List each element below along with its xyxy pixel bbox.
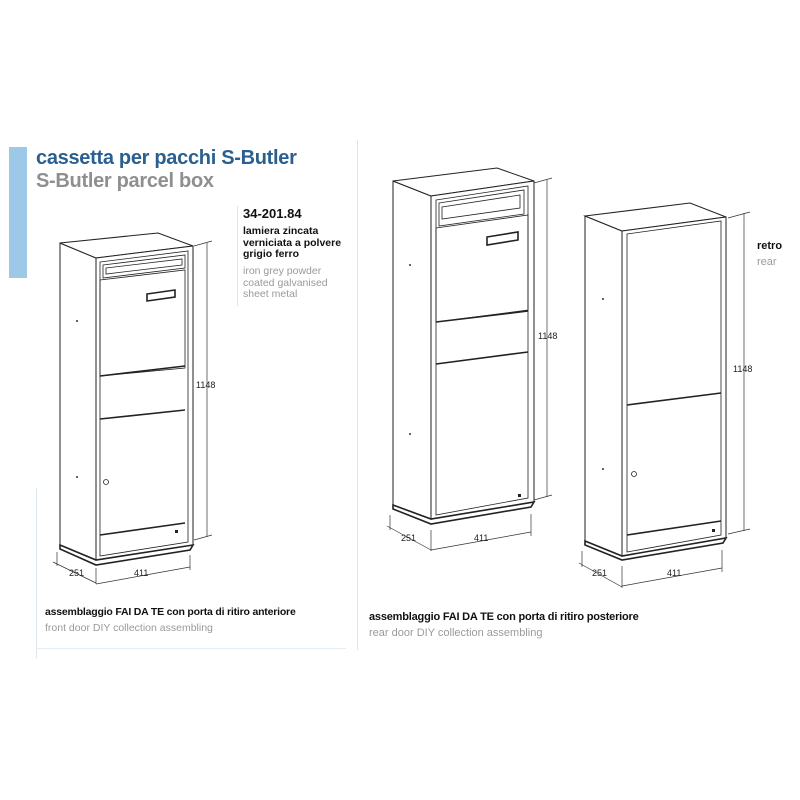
label-rear: rear — [757, 256, 777, 268]
dim-height-3: 1148 — [733, 364, 753, 374]
dim-height-2: 1148 — [538, 331, 558, 341]
caption-rear-english: rear door DIY collection assembling — [369, 627, 543, 639]
spec-divider — [237, 206, 238, 306]
dim-width-3: 411 — [667, 568, 682, 578]
product-code: 34-201.84 — [243, 206, 302, 221]
caption-rear-italian: assemblaggio FAI DA TE con porta di riti… — [369, 611, 639, 623]
accent-bar — [9, 147, 27, 278]
left-caption-underline — [36, 648, 346, 649]
label-retro: retro — [757, 240, 783, 252]
drawing-rear-door-model-front — [386, 167, 553, 551]
section-divider — [357, 140, 358, 650]
caption-front-english: front door DIY collection assembling — [45, 622, 213, 634]
dim-width-2: 411 — [474, 533, 489, 543]
drawing-front-door-model — [52, 232, 213, 585]
dim-depth-1: 251 — [69, 568, 85, 578]
drawing-rear-door-model-rear — [578, 202, 751, 588]
description-english: iron grey powder coated galvanised sheet… — [243, 265, 328, 300]
left-caption-divider — [36, 488, 37, 658]
dim-depth-2: 251 — [401, 533, 417, 543]
caption-front-italian: assemblaggio FAI DA TE con porta di riti… — [45, 606, 296, 618]
dim-depth-3: 251 — [592, 568, 608, 578]
description-italian: lamiera zincata verniciata a polvere gri… — [243, 225, 342, 260]
title-italian: cassetta per pacchi S-Butler — [36, 147, 297, 169]
dim-height-1: 1148 — [196, 380, 216, 390]
title-english: S-Butler parcel box — [36, 170, 214, 192]
dim-width-1: 411 — [134, 568, 149, 578]
